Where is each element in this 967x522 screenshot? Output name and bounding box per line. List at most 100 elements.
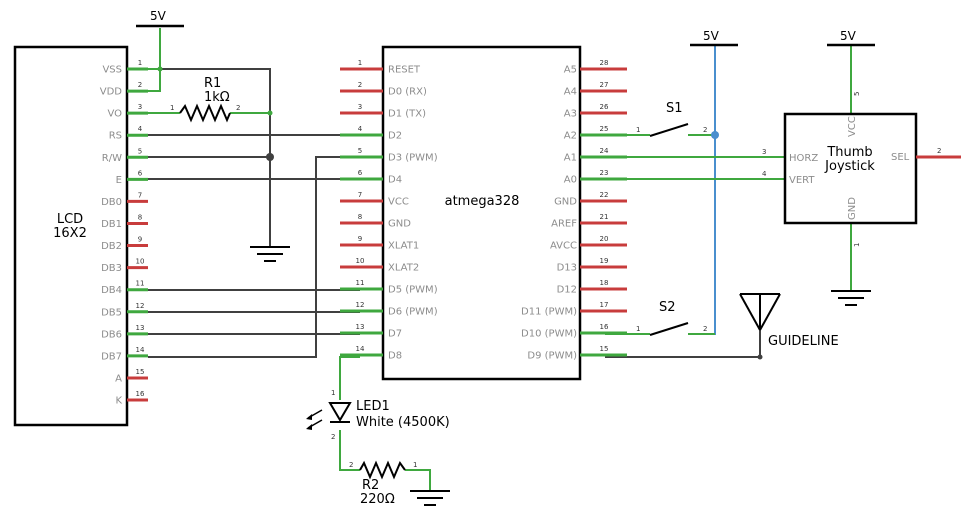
mcu-left-pin-label: D4 — [388, 175, 402, 186]
s2-pin2: 2 — [703, 325, 707, 333]
mcu-left-pin-number: 3 — [358, 103, 362, 111]
joystick-name: Thumb — [826, 145, 872, 160]
lcd-pin-number: 10 — [136, 258, 145, 266]
led-pin1: 1 — [331, 389, 335, 397]
r2-pin2: 1 — [413, 461, 417, 469]
mcu-right-pin-label: AREF — [551, 219, 577, 230]
lcd-pin-label: A — [115, 373, 122, 384]
joystick-component: Thumb Joystick VCC 5 GND 1 HORZ 3 VERT 4… — [762, 92, 961, 247]
lcd-pin-number: 15 — [136, 368, 145, 376]
joystick-gnd-label: GND — [847, 197, 858, 220]
ground-r2 — [410, 490, 450, 506]
lcd-pin-label: DB4 — [101, 285, 122, 296]
mcu-left-pin-number: 4 — [358, 125, 363, 133]
junction-dot — [757, 354, 763, 360]
junction-dot — [266, 153, 274, 161]
mcu-right-pin-label: D9 (PWM) — [527, 351, 577, 362]
mcu-left-pin-number: 11 — [356, 279, 365, 287]
lcd-pin-label: DB6 — [101, 329, 122, 340]
mcu-left-pin-label: D3 (PWM) — [388, 153, 438, 164]
led-name: LED1 — [356, 399, 390, 414]
joystick-sel-label: SEL — [891, 152, 910, 163]
s1-name: S1 — [666, 101, 683, 116]
lcd-pin-number: 13 — [136, 324, 145, 332]
mcu-left-pin-number: 10 — [356, 257, 365, 265]
mcu-right-pin-label: D11 (PWM) — [521, 307, 577, 318]
led-value: White (4500K) — [356, 415, 450, 430]
wires — [148, 28, 852, 490]
lcd-pin-number: 7 — [138, 191, 142, 199]
joystick-sel-num: 2 — [937, 147, 941, 155]
joystick-vcc-label: VCC — [847, 116, 858, 137]
r2-name: R2 — [362, 478, 379, 493]
lcd-pin-label: RS — [109, 131, 122, 142]
mcu-right-pin-number: 26 — [600, 103, 609, 111]
mcu-left-pin-number: 13 — [356, 323, 365, 331]
mcu-right-pin-number: 27 — [600, 81, 609, 89]
s2-switch: S2 1 2 — [636, 300, 707, 336]
lcd-pin-label: E — [116, 175, 122, 186]
lcd-pin-number: 5 — [138, 147, 142, 155]
mcu-right-pin-number: 20 — [600, 235, 609, 243]
lcd-pin-label: K — [115, 396, 122, 407]
mcu-right-pin-number: 19 — [600, 257, 609, 265]
wire-vdd-5v — [148, 69, 161, 92]
ground-joystick — [831, 290, 871, 306]
mcu-left-pin-number: 9 — [358, 235, 362, 243]
mcu-left-pin-label: VCC — [388, 197, 409, 208]
lcd-pin-label: DB2 — [101, 241, 122, 252]
mcu-right-pin-label: A2 — [564, 131, 577, 142]
mcu-left-pin-label: RESET — [388, 65, 421, 76]
s2-pin1: 1 — [636, 325, 640, 333]
lcd-pin-number: 2 — [138, 81, 142, 89]
lcd-pin-number: 6 — [138, 169, 143, 177]
lcd-pin-label: VO — [107, 109, 122, 120]
mcu-right-pin-number: 22 — [600, 191, 609, 199]
mcu-right-pin-label: A0 — [564, 175, 577, 186]
mcu-left-pin-label: D1 (TX) — [388, 109, 426, 120]
lcd-pin-label: VDD — [100, 87, 123, 98]
ground-lcd — [250, 246, 290, 262]
mcu-left-pin-label: D0 (RX) — [388, 87, 427, 98]
joystick-vcc-num: 5 — [853, 92, 861, 96]
mcu-left-pin-number: 7 — [358, 191, 362, 199]
mcu-left-pin-label: XLAT2 — [388, 263, 419, 274]
lcd-pin-number: 3 — [138, 103, 142, 111]
lcd-name: LCD — [57, 212, 83, 227]
lcd-pin-label: DB3 — [101, 263, 122, 274]
mcu-left-pin-label: D2 — [388, 131, 402, 142]
lcd-pin-number: 4 — [138, 125, 143, 133]
junction-dot — [711, 131, 719, 139]
mcu-right-pin-label: A3 — [564, 109, 577, 120]
joystick-vert-label: VERT — [789, 175, 815, 186]
lcd-pin-label: VSS — [102, 65, 122, 76]
lcd-pin-number: 12 — [136, 302, 145, 310]
r1-name: R1 — [204, 76, 221, 91]
mcu-right-pin-number: 23 — [600, 169, 609, 177]
mcu-right-pin-number: 15 — [600, 345, 609, 353]
power-label: 5V — [840, 29, 857, 43]
led-pin2: 2 — [331, 433, 335, 441]
joystick-horz-label: HORZ — [789, 153, 818, 164]
r1-resistor: R1 1kΩ 1 2 — [170, 76, 240, 123]
mcu-right-pin-label: A5 — [564, 65, 577, 76]
junction-dot — [157, 66, 163, 72]
lcd-component: LCD 16X2 VSS1VDD2VO3RS4R/W5E6DB07DB18DB2… — [13, 45, 148, 427]
mcu-right-pin-label: A1 — [564, 153, 577, 164]
antenna-name: GUIDELINE — [768, 334, 839, 349]
r1-pin2: 2 — [236, 104, 240, 112]
lcd-pin-number: 11 — [136, 280, 145, 288]
lcd-pin-number: 16 — [136, 390, 145, 398]
r2-resistor: R2 220Ω 2 1 — [349, 460, 417, 507]
lcd-pin-label: DB1 — [101, 219, 122, 230]
mcu-right-pin-number: 24 — [600, 147, 609, 155]
r1-pin1: 1 — [170, 104, 174, 112]
mcu-left-pin-label: XLAT1 — [388, 241, 419, 252]
s1-pin1: 1 — [636, 126, 640, 134]
mcu-name: atmega328 — [445, 194, 520, 209]
mcu-left-pin-label: GND — [388, 219, 411, 230]
mcu-right-pin-label: AVCC — [550, 241, 577, 252]
wire-db7-d3 — [148, 156, 360, 358]
mcu-right-pin-number: 17 — [600, 301, 609, 309]
lcd-pin-label: DB5 — [101, 307, 122, 318]
